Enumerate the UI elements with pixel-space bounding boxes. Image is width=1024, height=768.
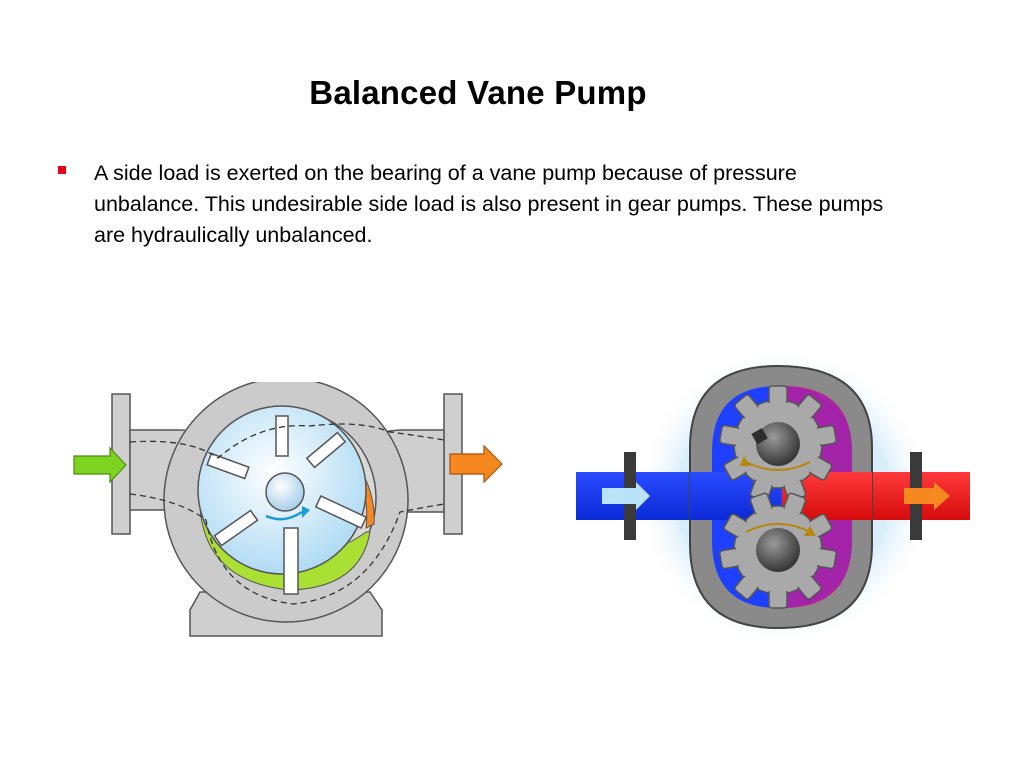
vane-pump-diagram [73, 382, 503, 637]
vane [283, 527, 299, 595]
slide-title: Balanced Vane Pump [309, 74, 647, 111]
vanes [206, 415, 368, 595]
vane [314, 495, 368, 529]
lower-gear [719, 492, 837, 609]
rotor-shaft [265, 472, 305, 512]
square-bullet-icon [58, 166, 66, 174]
rotation-arrow-head [302, 506, 310, 518]
vane [305, 431, 347, 469]
upper-gear [719, 385, 837, 502]
outlet-flow-arrow-icon [904, 482, 950, 510]
bullet-text: A side load is exerted on the bearing of… [94, 161, 884, 247]
gear-pump-diagram [576, 348, 970, 644]
flow-path [129, 423, 445, 459]
outlet-arrow-icon [449, 444, 503, 484]
rotation-arrow [265, 510, 303, 521]
vane [275, 415, 289, 457]
vane [213, 509, 259, 547]
inlet-flow-arrow-icon [602, 482, 650, 510]
inlet-arrow-icon [73, 446, 127, 484]
vane [206, 452, 250, 480]
flow-path [129, 493, 445, 605]
